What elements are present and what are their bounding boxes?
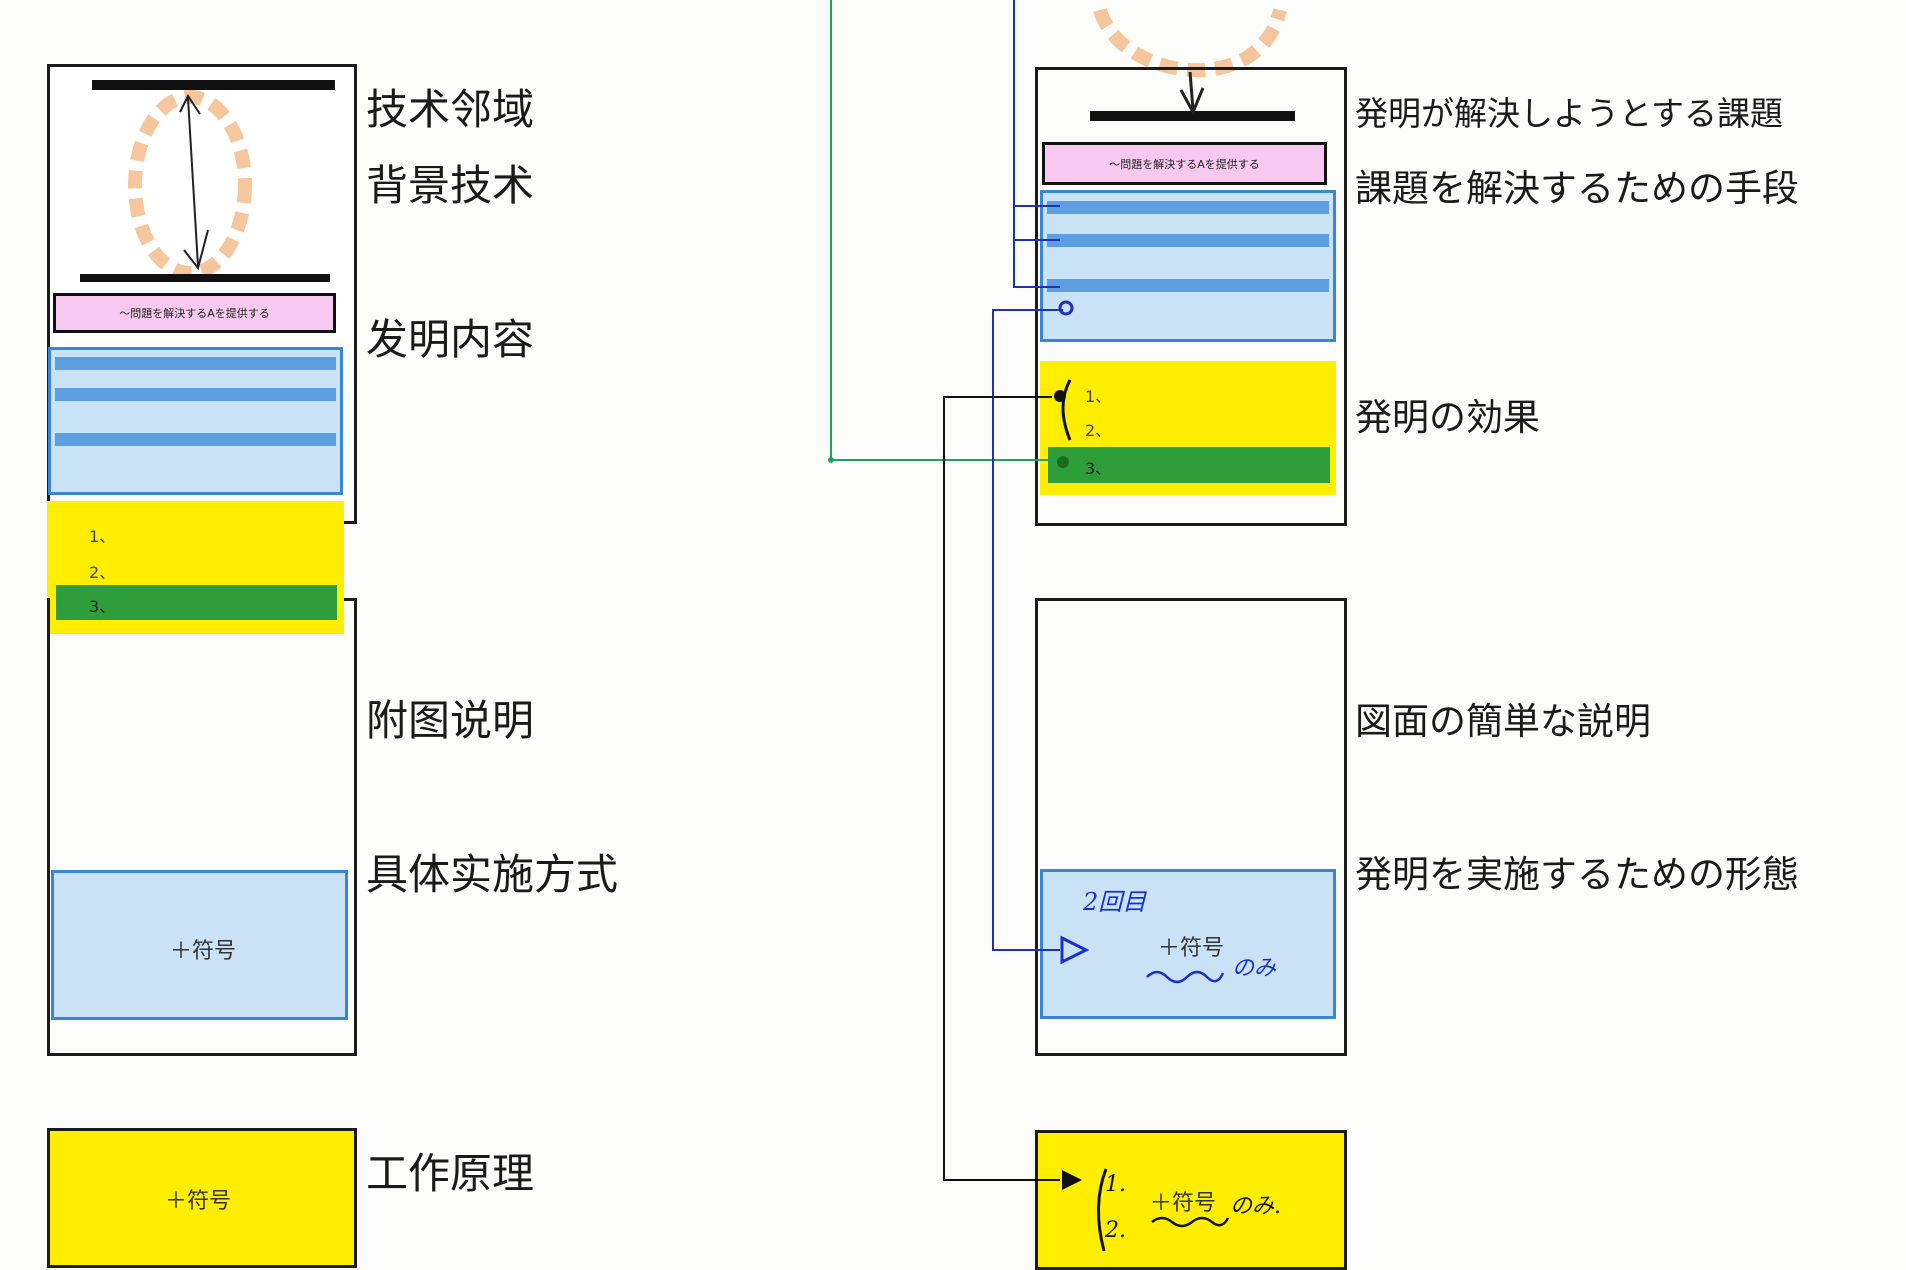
label-background-art: 背景技术 bbox=[366, 161, 535, 210]
right-means-box bbox=[1040, 190, 1336, 342]
effect-bracket bbox=[1054, 379, 1072, 441]
effect-item-1: 1、 bbox=[89, 527, 116, 546]
bottom-bracket bbox=[1097, 1168, 1108, 1252]
left-span-arrow bbox=[80, 80, 335, 282]
effect-item-3: 3、 bbox=[1085, 459, 1112, 478]
blue-arrow-marker bbox=[1060, 935, 1090, 965]
handwritten-list-1: 1. bbox=[1105, 1172, 1126, 1197]
left-lower-frame bbox=[47, 598, 357, 1056]
handwritten-underline-a bbox=[1146, 970, 1225, 984]
principle-symbol-label: ＋符号 bbox=[165, 1189, 232, 1214]
black-arrow-marker bbox=[1062, 1170, 1082, 1190]
bottom-symbol-label: ＋符号 bbox=[1150, 1191, 1217, 1216]
green-connector-dot bbox=[828, 457, 834, 463]
blue-stripe bbox=[1047, 201, 1329, 214]
right-upper-frame bbox=[1035, 67, 1347, 526]
right-sketch-decoration bbox=[1093, 7, 1287, 78]
right-drawings-frame bbox=[1035, 598, 1347, 1056]
arrow-head-up bbox=[179, 94, 201, 115]
left-effect-box: 1、 2、 3、 bbox=[47, 501, 344, 634]
label-drawings: 附图说明 bbox=[366, 696, 535, 745]
arrow-head-down bbox=[183, 229, 209, 271]
label-effect: 発明の効果 bbox=[1355, 396, 1540, 439]
label-technical-field: 技术邻域 bbox=[366, 85, 535, 134]
black-connector bbox=[943, 396, 1060, 1181]
effect-item-1: 1、 bbox=[1085, 387, 1112, 406]
wavy-underline bbox=[1151, 1216, 1230, 1228]
left-sketch-decoration bbox=[128, 90, 252, 280]
label-embodiments: 具体实施方式 bbox=[366, 850, 619, 899]
label-problem: 発明が解決しようとする課題 bbox=[1355, 94, 1784, 133]
handwritten-annot-a: のみ bbox=[1232, 956, 1277, 981]
blue-stripe bbox=[1047, 279, 1329, 292]
blue-stripe bbox=[55, 388, 336, 401]
effect-item-2: 2、 bbox=[1085, 421, 1112, 440]
handwritten-second-time: 2回目 bbox=[1083, 888, 1147, 916]
blue-connector-main bbox=[1013, 0, 1060, 288]
blue-connector-embodiment bbox=[992, 309, 1063, 951]
label-working-principle: 工作原理 bbox=[366, 1149, 535, 1198]
effect-item-3: 3、 bbox=[89, 597, 116, 616]
symbol-label: ＋符号 bbox=[170, 939, 237, 964]
left-embodiment-box: ＋符号 bbox=[51, 870, 348, 1020]
arrow-head bbox=[1179, 87, 1205, 116]
wavy-underline bbox=[1146, 970, 1225, 984]
effect-item-2: 2、 bbox=[89, 563, 116, 582]
bracket-curve bbox=[1061, 379, 1072, 441]
label-means: 課題を解決するための手段 bbox=[1355, 167, 1799, 210]
handwritten-underline-b bbox=[1151, 1216, 1230, 1228]
right-top-plate bbox=[1090, 71, 1295, 121]
blue-stripe bbox=[1047, 234, 1329, 247]
effect-item-3-highlight bbox=[1048, 447, 1330, 483]
blue-stripe bbox=[55, 433, 336, 446]
handwritten-annot-b: のみ. bbox=[1230, 1194, 1281, 1219]
right-embodiment-box: ＋符号 bbox=[1040, 869, 1336, 1019]
label-summary: 发明内容 bbox=[366, 315, 535, 364]
left-means-box bbox=[48, 347, 343, 495]
handwritten-list-2: 2. bbox=[1105, 1218, 1126, 1243]
effect-item-3-highlight bbox=[56, 585, 337, 620]
left-pink-bar: 〜問題を解決するAを提供する bbox=[53, 293, 336, 333]
green-end-dot bbox=[1057, 456, 1069, 468]
orange-sketch-arc bbox=[1093, 7, 1287, 78]
arrow-shaft bbox=[1188, 71, 1195, 111]
bracket-curve bbox=[1097, 1168, 1108, 1252]
label-embodiments-jp: 発明を実施するための形態 bbox=[1355, 853, 1799, 896]
symbol-label: ＋符号 bbox=[1158, 936, 1225, 961]
right-pink-bar: 〜問題を解決するAを提供する bbox=[1042, 142, 1327, 185]
blue-stripe bbox=[55, 357, 336, 370]
green-connector bbox=[830, 0, 1058, 461]
blue-loop-marker bbox=[1058, 300, 1074, 316]
orange-sketch-ellipse bbox=[128, 90, 252, 280]
label-drawings-jp: 図面の簡単な説明 bbox=[1355, 700, 1651, 743]
left-lower-frame-top-edge bbox=[344, 598, 357, 601]
right-effect-box: 1、 2、 3、 bbox=[1040, 361, 1336, 495]
double-arrow-shaft bbox=[187, 97, 199, 267]
